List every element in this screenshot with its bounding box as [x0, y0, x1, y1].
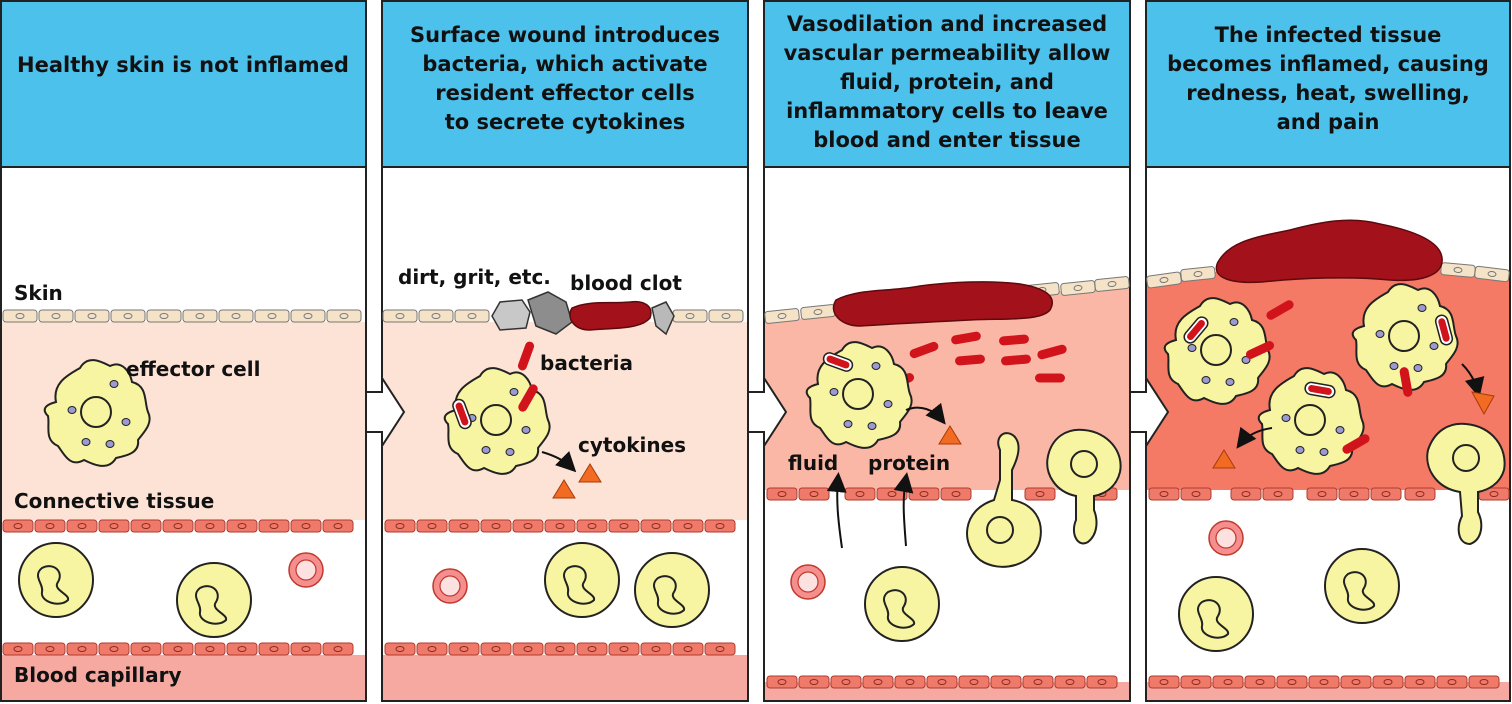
- cytokine: [1471, 391, 1495, 416]
- secretion-arrow: [905, 402, 946, 425]
- white-blood-cell: [544, 542, 620, 618]
- panel-2: Surface wound introduces bacteria, which…: [381, 0, 749, 702]
- panel-2-title-line: resident effector cells: [435, 81, 695, 105]
- panel-2-title: Surface wound introduces bacteria, which…: [410, 23, 720, 134]
- panel-4-header: [1145, 0, 1511, 168]
- panel-2-title-line: to secrete cytokines: [445, 110, 686, 134]
- panel-1-title: Healthy skin is not inflamed: [17, 53, 349, 77]
- protein-label: protein: [868, 451, 950, 475]
- panel-2-title-line: bacteria, which activate: [422, 52, 707, 76]
- endothelium-bottom: [2, 642, 354, 656]
- extravasating-leukocyte: [966, 432, 1042, 568]
- secretion-arrow: [1461, 363, 1485, 398]
- arrow-right-icon: [1129, 374, 1170, 450]
- endothelium-bottom: [1148, 675, 1500, 689]
- fluid-arrow-up-icon: [826, 472, 847, 549]
- endothelium-top: [384, 519, 736, 533]
- extravasating-leukocyte: [1046, 428, 1122, 545]
- extravasating-leukocyte: [1426, 422, 1506, 546]
- skin-label: Skin: [14, 281, 63, 305]
- panel-4-title-line: The infected tissue: [1215, 23, 1442, 47]
- panel-3-title-line: Vasodilation and increased: [787, 12, 1107, 36]
- panel-4-title-line: and pain: [1277, 110, 1380, 134]
- red-blood-cell: [790, 564, 826, 600]
- fluid-label: fluid: [788, 451, 838, 475]
- endothelium-bottom: [384, 642, 736, 656]
- red-blood-cell: [432, 568, 468, 604]
- cytokines-label: cytokines: [578, 433, 686, 457]
- blood-clot: [569, 300, 652, 331]
- blood-clot: [832, 281, 1053, 327]
- white-blood-cell: [176, 562, 252, 638]
- connective-tissue-label: Connective tissue: [14, 489, 214, 513]
- white-blood-cell: [634, 552, 710, 628]
- white-blood-cell: [18, 542, 94, 618]
- red-blood-cell: [1208, 520, 1244, 556]
- panel-4-title-line: redness, heat, swelling,: [1186, 81, 1470, 105]
- panel-4-title: The infected tissue becomes inflamed, ca…: [1167, 23, 1489, 134]
- bacteria-label: bacteria: [540, 351, 633, 375]
- panel-1-header: [0, 0, 367, 168]
- panel-1: Healthy skin is not inflamed Skin effect…: [0, 0, 367, 702]
- arrow-right-icon: [365, 374, 406, 450]
- secretion-arrow: [541, 451, 577, 473]
- red-blood-cell: [288, 552, 324, 588]
- effector-cell-label: effector cell: [126, 357, 260, 381]
- dirt-label: dirt, grit, etc.: [398, 265, 551, 289]
- capillary-bottom-region: [383, 655, 747, 700]
- panel-3-title: Vasodilation and increased vascular perm…: [784, 12, 1111, 152]
- panel-3-title-line: blood and enter tissue: [813, 128, 1080, 152]
- protein-arrow-up-icon: [893, 472, 914, 547]
- white-blood-cell: [1324, 548, 1400, 624]
- blood-clot: [1215, 219, 1443, 284]
- blood-clot-label: blood clot: [570, 271, 682, 295]
- panel-1-title-line: Healthy skin is not inflamed: [17, 53, 349, 77]
- secretion-arrow: [1236, 426, 1273, 449]
- blood-capillary-label: Blood capillary: [14, 663, 182, 687]
- panel-3-header: [763, 0, 1131, 168]
- panel-4-title-line: becomes inflamed, causing: [1167, 52, 1489, 76]
- arrow-right-icon: [747, 374, 788, 450]
- panel-2-title-line: Surface wound introduces: [410, 23, 720, 47]
- panel-2-header: [381, 0, 749, 168]
- white-blood-cell: [864, 566, 940, 642]
- endothelium-bottom: [766, 675, 1118, 689]
- panel-3-title-line: inflammatory cells to leave: [786, 99, 1108, 123]
- panel-3-title-line: vascular permeability allow: [784, 41, 1111, 65]
- panel-3: Vasodilation and increased vascular perm…: [763, 0, 1131, 702]
- panel-3-title-line: fluid, protein, and: [840, 70, 1054, 94]
- white-blood-cell: [1178, 576, 1254, 652]
- endothelium-top: [2, 519, 354, 533]
- panel-4: The infected tissue becomes inflamed, ca…: [1145, 0, 1511, 702]
- capillary-bottom-region: [2, 655, 365, 700]
